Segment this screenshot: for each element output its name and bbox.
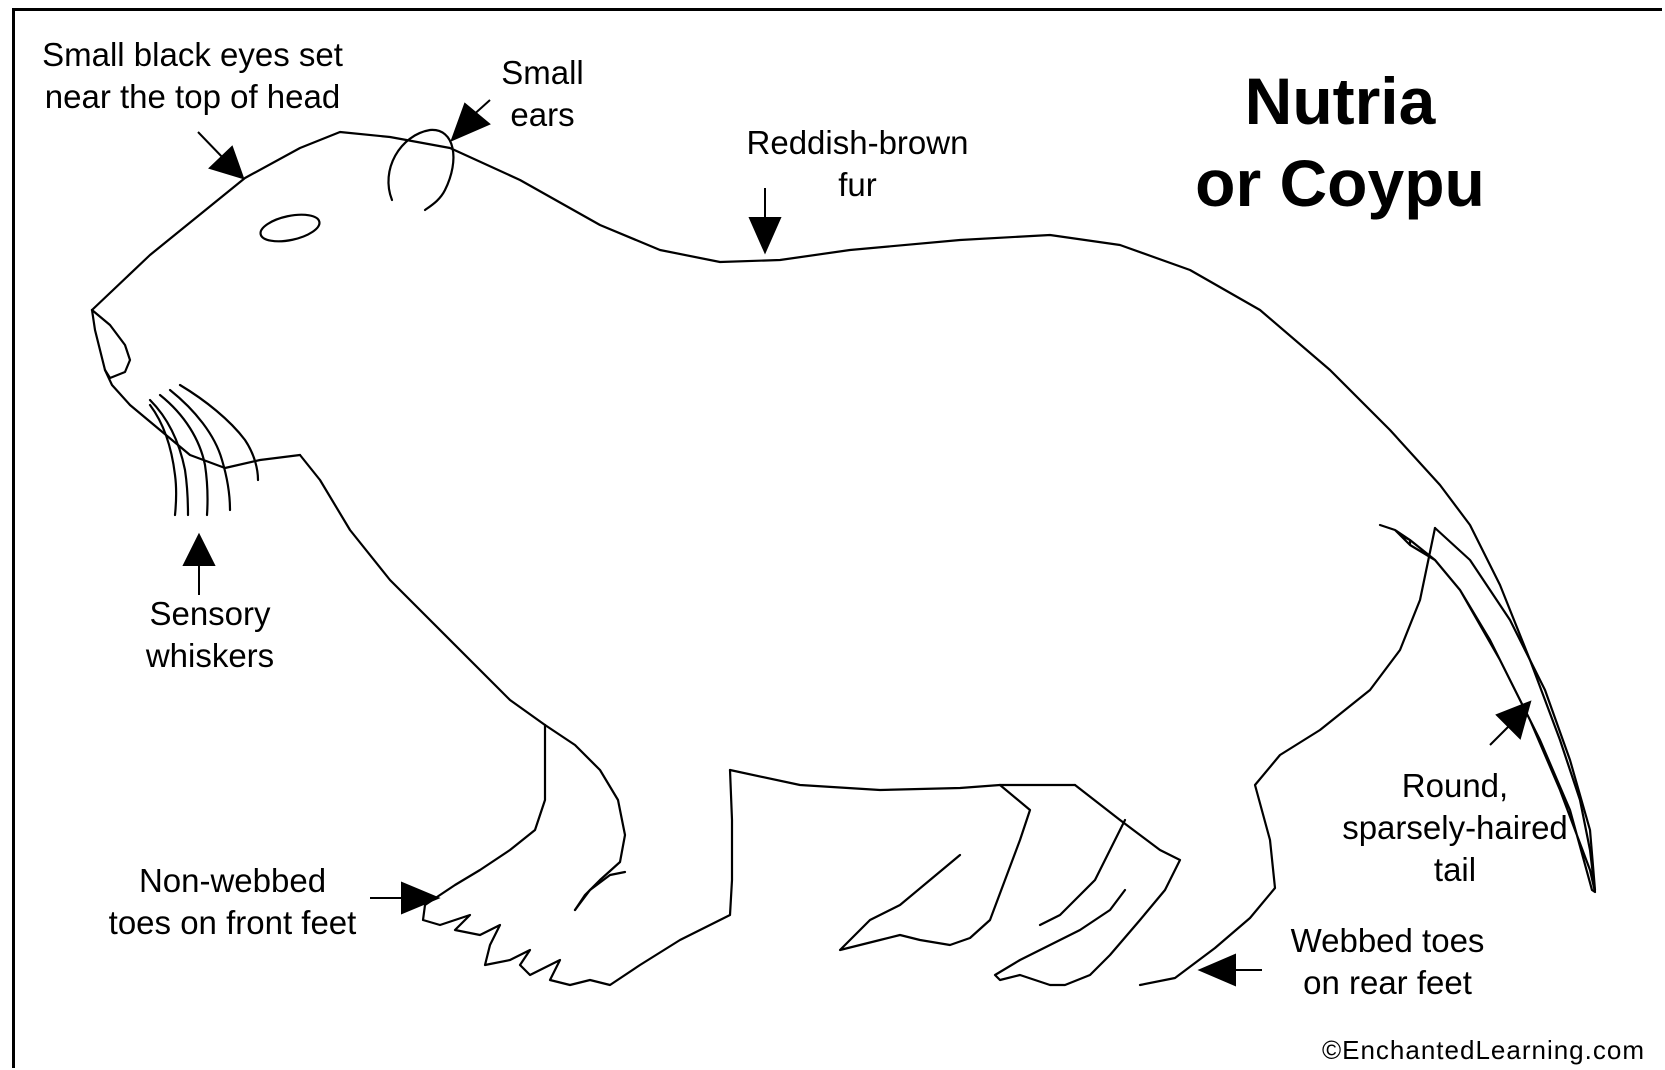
label-tail: Round, sparsely-haired tail bbox=[1315, 765, 1595, 891]
whiskers-arrow-head bbox=[184, 535, 214, 565]
label-eyes-line-1: Small black eyes set bbox=[20, 34, 365, 76]
nutria-rear-leg bbox=[840, 785, 1030, 950]
rear-feet-arrow-head bbox=[1200, 955, 1235, 985]
label-whiskers-line-2: whiskers bbox=[120, 635, 300, 677]
tail-arrow-shaft bbox=[1490, 725, 1510, 745]
label-tail-line-1: Round, bbox=[1315, 765, 1595, 807]
label-fur: Reddish-brown fur bbox=[725, 122, 990, 206]
label-fur-line-1: Reddish-brown bbox=[725, 122, 990, 164]
nutria-whisker bbox=[160, 395, 208, 515]
label-fur-line-2: fur bbox=[725, 164, 990, 206]
label-tail-line-3: tail bbox=[1315, 849, 1595, 891]
label-front-feet-line-1: Non-webbed bbox=[90, 860, 375, 902]
label-front-feet: Non-webbed toes on front feet bbox=[90, 860, 375, 944]
nutria-front-pad bbox=[575, 872, 625, 910]
diagram-title: Nutria or Coypu bbox=[1180, 60, 1500, 224]
label-ears-line-1: Small bbox=[480, 52, 605, 94]
eyes-arrow-shaft bbox=[198, 132, 225, 160]
nutria-front-elbow bbox=[545, 725, 625, 910]
nutria-front-leg bbox=[423, 725, 732, 985]
label-tail-line-2: sparsely-haired bbox=[1315, 807, 1595, 849]
fur-arrow-head bbox=[750, 218, 780, 252]
nutria-muzzle bbox=[92, 310, 300, 468]
label-whiskers: Sensory whiskers bbox=[120, 593, 300, 677]
nutria-whisker bbox=[150, 405, 176, 515]
label-whiskers-line-1: Sensory bbox=[120, 593, 300, 635]
nutria-belly bbox=[730, 770, 1000, 790]
label-eyes-line-2: near the top of head bbox=[20, 76, 365, 118]
nutria-rear-haunch bbox=[1140, 528, 1435, 985]
label-eyes: Small black eyes set near the top of hea… bbox=[20, 34, 365, 118]
title-line-2: or Coypu bbox=[1180, 142, 1500, 224]
eyes-arrow-head bbox=[210, 147, 243, 178]
label-front-feet-line-2: toes on front feet bbox=[90, 902, 375, 944]
front-feet-arrow-head bbox=[402, 883, 438, 913]
label-rear-feet-line-1: Webbed toes bbox=[1265, 920, 1510, 962]
nutria-eye bbox=[258, 210, 322, 246]
label-rear-feet: Webbed toes on rear feet bbox=[1265, 920, 1510, 1004]
nutria-rear-foot bbox=[995, 785, 1180, 985]
label-ears: Small ears bbox=[480, 52, 605, 136]
copyright-text: ©EnchantedLearning.com bbox=[1322, 1035, 1645, 1066]
nutria-chest bbox=[300, 455, 545, 725]
title-line-1: Nutria bbox=[1180, 60, 1500, 142]
label-rear-feet-line-2: on rear feet bbox=[1265, 962, 1510, 1004]
nutria-rear-toe-line bbox=[1040, 820, 1125, 925]
label-ears-line-2: ears bbox=[480, 94, 605, 136]
